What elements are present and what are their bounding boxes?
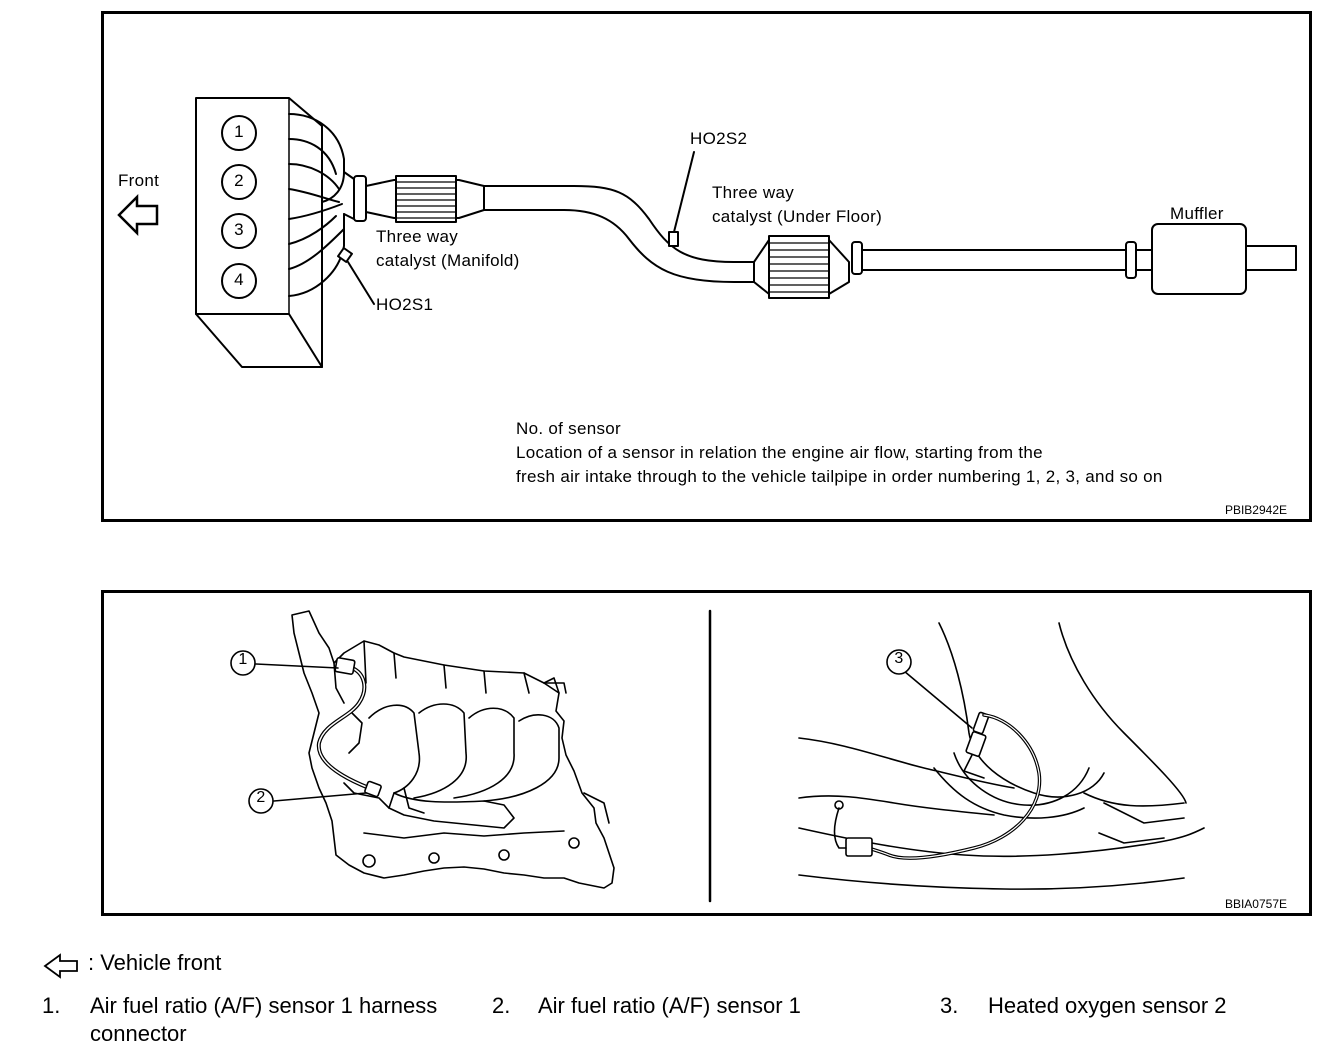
exhaust-system-diagram: 1 2 3 4 Front HO2S2 Three way catalyst (…: [101, 11, 1312, 522]
ho2s1-sensor: [337, 247, 353, 263]
callout-1-leader: [255, 663, 339, 669]
cylinder-3-marker: [221, 213, 257, 249]
sensor-location-illustration: [230, 609, 1205, 903]
note-line-1: No. of sensor: [516, 419, 622, 438]
cylinder-markers: [221, 115, 257, 299]
callout-2-label: 2: [256, 789, 266, 806]
callout-3-label: 3: [894, 650, 904, 667]
front-label: Front: [118, 171, 160, 190]
af-sensor-connector: [334, 657, 356, 675]
legend-item-3-text: Heated oxygen sensor 2: [988, 993, 1227, 1018]
ho2s2-leader: [673, 151, 695, 233]
note-line-3: fresh air intake through to the vehicle …: [516, 467, 1163, 486]
underbody-drawing: [798, 622, 1205, 890]
af-sensor: [364, 780, 382, 798]
ho2s1-label: HO2S1: [376, 295, 434, 314]
catalyst-under-floor-line1: Three way: [712, 183, 795, 202]
catalyst-manifold-line2: catalyst (Manifold): [376, 251, 520, 270]
callout-1-label: 1: [238, 651, 248, 668]
legend-item-2-text: Air fuel ratio (A/F) sensor 1: [538, 993, 801, 1018]
exhaust-layout-drawing: [195, 97, 1297, 368]
front-arrow-icon: [117, 193, 159, 237]
muffler-body: [1151, 223, 1247, 295]
af-sensor-harness: [316, 666, 378, 795]
center-pipe: [861, 249, 1127, 271]
engine-manifold-drawing: [255, 610, 615, 889]
callout-2-leader: [273, 792, 367, 802]
sensor-location-drawings: 1 2 3 BBIA0757E: [101, 590, 1312, 916]
ho2s2-harness: [857, 713, 1042, 860]
legend-item-1-number: 1.: [42, 993, 61, 1018]
cylinder-4-label: 4: [234, 270, 244, 289]
cylinder-3-label: 3: [234, 220, 244, 239]
front-pipe: [483, 185, 755, 263]
cylinder-1-label: 1: [234, 122, 244, 141]
cylinder-1-marker: [221, 115, 257, 151]
catalyst-manifold-line1: Three way: [376, 227, 459, 246]
catalyst-under-floor-line2: catalyst (Under Floor): [712, 207, 883, 226]
legend-item-3-number: 3.: [940, 993, 959, 1018]
exhaust-manifold: [288, 113, 345, 203]
note-line-2: Location of a sensor in relation the eng…: [516, 443, 1043, 462]
cylinder-4-marker: [221, 263, 257, 299]
legend-item-1-text-line2: connector: [90, 1021, 187, 1046]
figure-code-bottom: BBIA0757E: [1224, 897, 1287, 911]
ho2s2-connector: [845, 837, 873, 857]
figure-code-top: PBIB2942E: [1224, 503, 1287, 517]
callout-3-leader: [903, 670, 973, 729]
cylinder-2-marker: [221, 164, 257, 200]
tail-pipe: [1245, 245, 1297, 271]
cylinder-2-label: 2: [234, 171, 244, 190]
callout-1-marker: [230, 650, 256, 676]
legend-item-1-text-line1: Air fuel ratio (A/F) sensor 1 harness: [90, 993, 438, 1018]
callout-2-marker: [248, 788, 274, 814]
callout-3-marker: [886, 649, 912, 675]
muffler-label: Muffler: [1170, 204, 1224, 223]
legend-item-2-number: 2.: [492, 993, 511, 1018]
ho2s2-label: HO2S2: [690, 129, 748, 148]
vehicle-front-legend: : Vehicle front: [88, 950, 222, 975]
ho2s1-leader: [347, 261, 375, 305]
